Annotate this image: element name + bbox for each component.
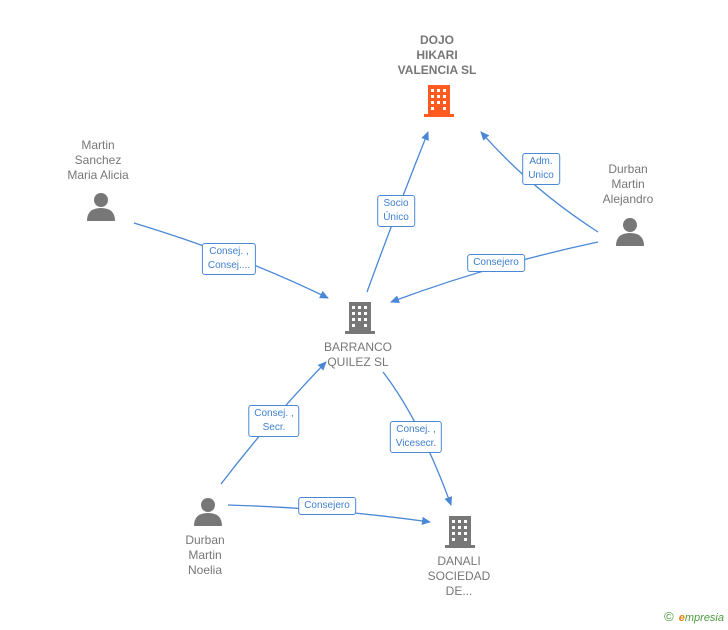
brand-footer: © empresia bbox=[664, 609, 724, 624]
brand-logo-initial: e bbox=[678, 612, 685, 624]
person-icon-durban-noelia[interactable] bbox=[194, 498, 222, 526]
person-icon-durban-alejandro[interactable] bbox=[616, 218, 644, 246]
edge-consejero-alejandro bbox=[390, 241, 599, 303]
edge-label-consej-secr: Consej. , Secr. bbox=[248, 405, 300, 437]
edge-label-consej-vicesecr: Consej. , Vicesecr. bbox=[389, 421, 443, 453]
edge-label-adm-unico: Adm. Unico bbox=[522, 153, 560, 185]
node-label-martin-sanchez[interactable]: Martin Sanchez Maria Alicia bbox=[67, 138, 129, 182]
dojo-building-icon[interactable] bbox=[424, 85, 454, 117]
barranco-building-icon[interactable] bbox=[345, 302, 375, 334]
person-icon-martin-sanchez[interactable] bbox=[87, 193, 115, 221]
node-label-dojo[interactable]: DOJO HIKARI VALENCIA SL bbox=[397, 33, 477, 77]
edge-label-consejero-alejandro: Consejero bbox=[467, 254, 525, 272]
copyright-icon: © bbox=[664, 609, 674, 624]
node-label-danali[interactable]: DANALI SOCIEDAD DE... bbox=[427, 554, 491, 598]
node-label-durban-noelia[interactable]: Durban Martin Noelia bbox=[185, 533, 225, 577]
node-label-barranco[interactable]: BARRANCO QUILEZ SL bbox=[323, 340, 393, 369]
danali-building-icon[interactable] bbox=[445, 516, 475, 548]
edge-label-consejero-noelia: Consejero bbox=[298, 497, 356, 515]
brand-logo-text: mpresia bbox=[684, 612, 724, 624]
node-label-durban-alejandro[interactable]: Durban Martin Alejandro bbox=[602, 162, 654, 206]
edge-label-consej-consej: Consej. , Consej.... bbox=[201, 243, 257, 275]
edge-label-socio-unico: Socio Único bbox=[377, 195, 415, 227]
